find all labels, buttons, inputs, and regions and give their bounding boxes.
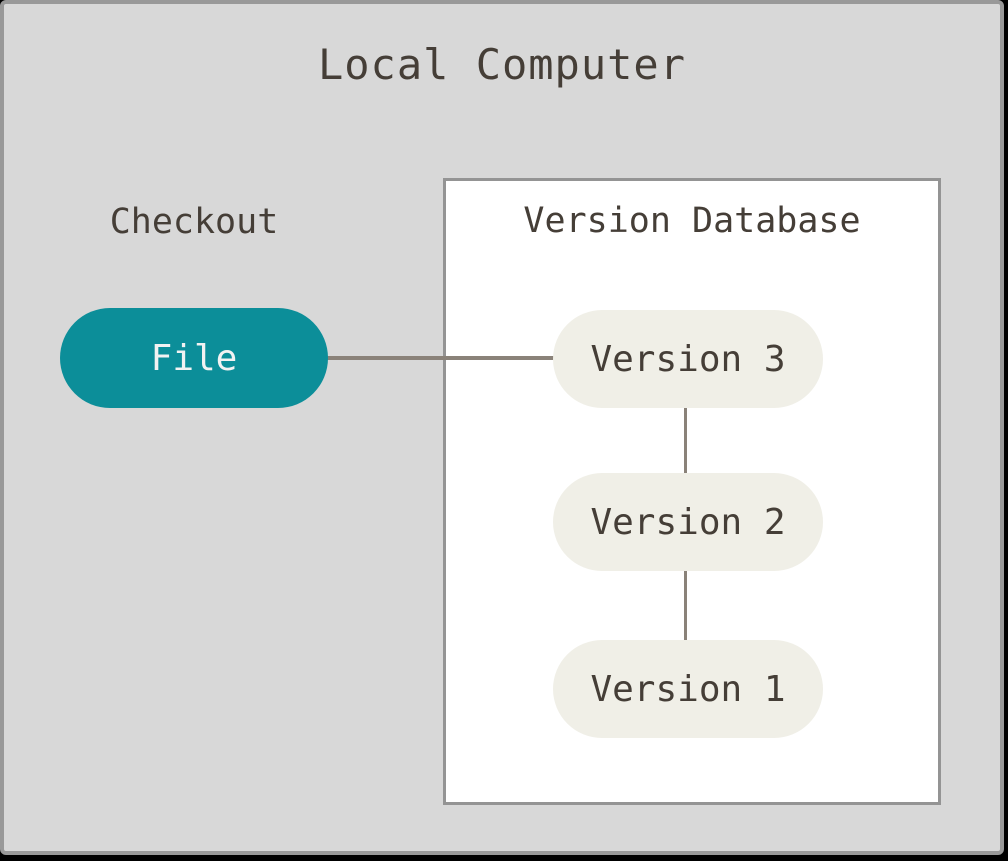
connector-version3-to-version2 — [684, 406, 687, 476]
version-node-1: Version 1 — [553, 640, 823, 738]
version-database-title: Version Database — [523, 201, 861, 241]
version-node-3: Version 3 — [553, 310, 823, 408]
connector-file-to-version3 — [324, 356, 561, 360]
checkout-label: Checkout — [109, 202, 279, 242]
version-node-2: Version 2 — [553, 473, 823, 571]
diagram-title: Local Computer — [317, 40, 686, 89]
file-node: File — [60, 308, 328, 408]
connector-version2-to-version1 — [684, 569, 687, 643]
